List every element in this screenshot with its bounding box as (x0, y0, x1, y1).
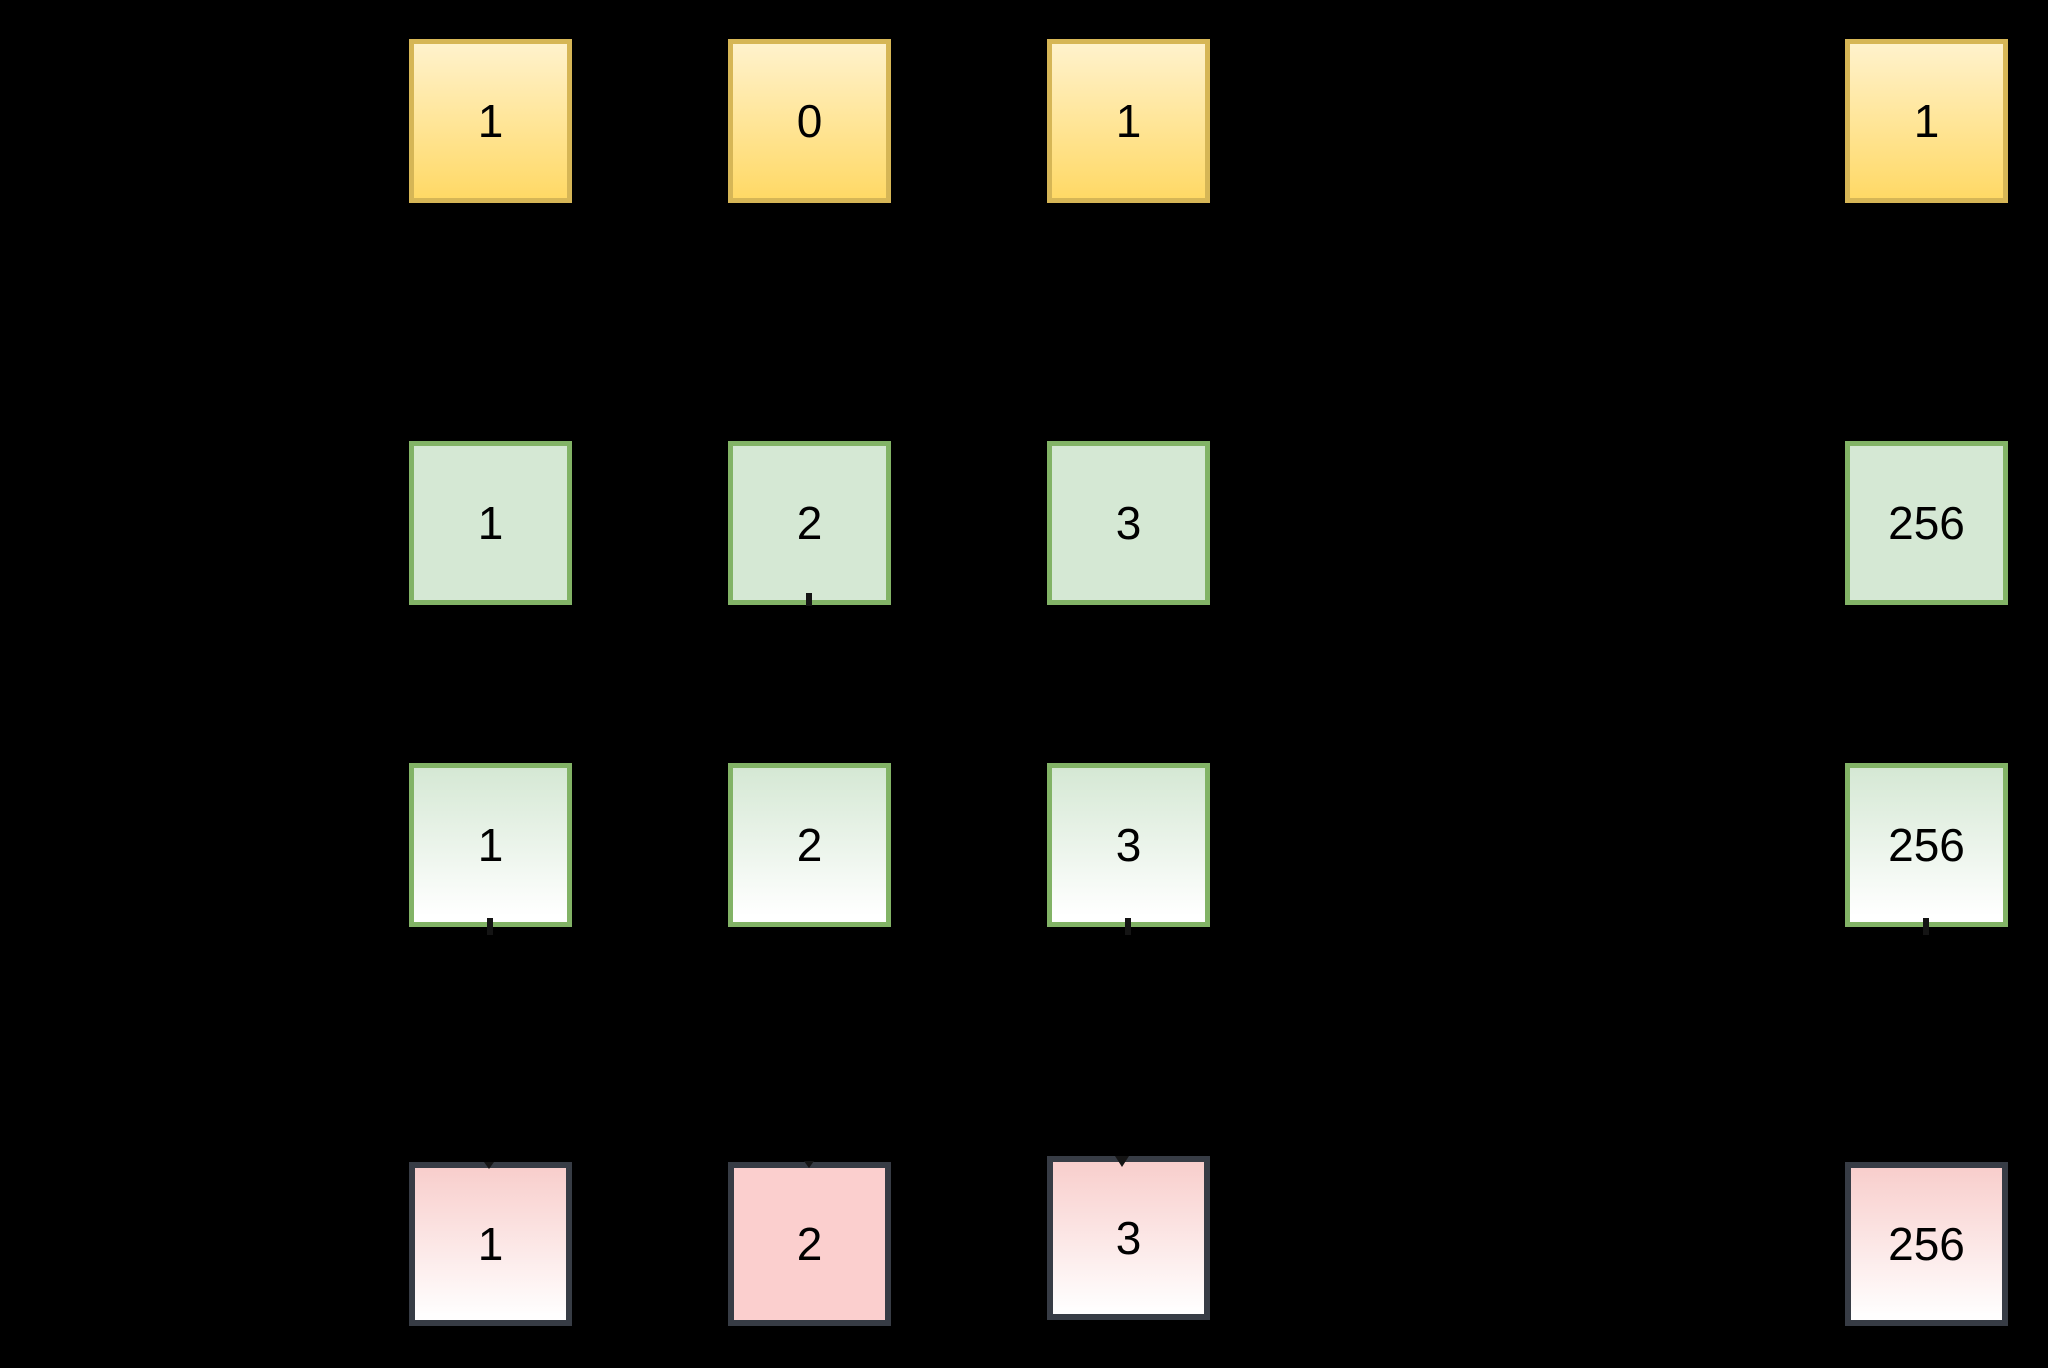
arrowhead-mark (804, 1161, 814, 1168)
cell-row1-col2: 0 (728, 39, 891, 203)
cell-row1-col3: 1 (1047, 39, 1210, 203)
cell-row3-col4: 256 (1845, 763, 2008, 927)
cell-row1-col1: 1 (409, 39, 572, 203)
cell-row3-col1: 1 (409, 763, 572, 927)
cell-row4-col1: 1 (409, 1162, 572, 1326)
cell-row1-col4: 1 (1845, 39, 2008, 203)
arrow-tail-mark (806, 593, 812, 606)
arrow-tail-mark (1125, 918, 1131, 935)
cell-row2-col3: 3 (1047, 441, 1210, 605)
cell-row2-col4: 256 (1845, 441, 2008, 605)
cell-row2-col1: 1 (409, 441, 572, 605)
arrow-tail-mark (1923, 918, 1929, 935)
arrowhead-mark (1115, 1156, 1129, 1167)
cell-row4-col3: 3 (1047, 1156, 1210, 1320)
cell-row3-col3: 3 (1047, 763, 1210, 927)
cell-row3-col2: 2 (728, 763, 891, 927)
arrowhead-mark (484, 1162, 494, 1169)
cell-row4-col2: 2 (728, 1162, 891, 1326)
arrow-tail-mark (487, 918, 493, 935)
cell-row4-col4: 256 (1845, 1162, 2008, 1326)
cell-row2-col2: 2 (728, 441, 891, 605)
